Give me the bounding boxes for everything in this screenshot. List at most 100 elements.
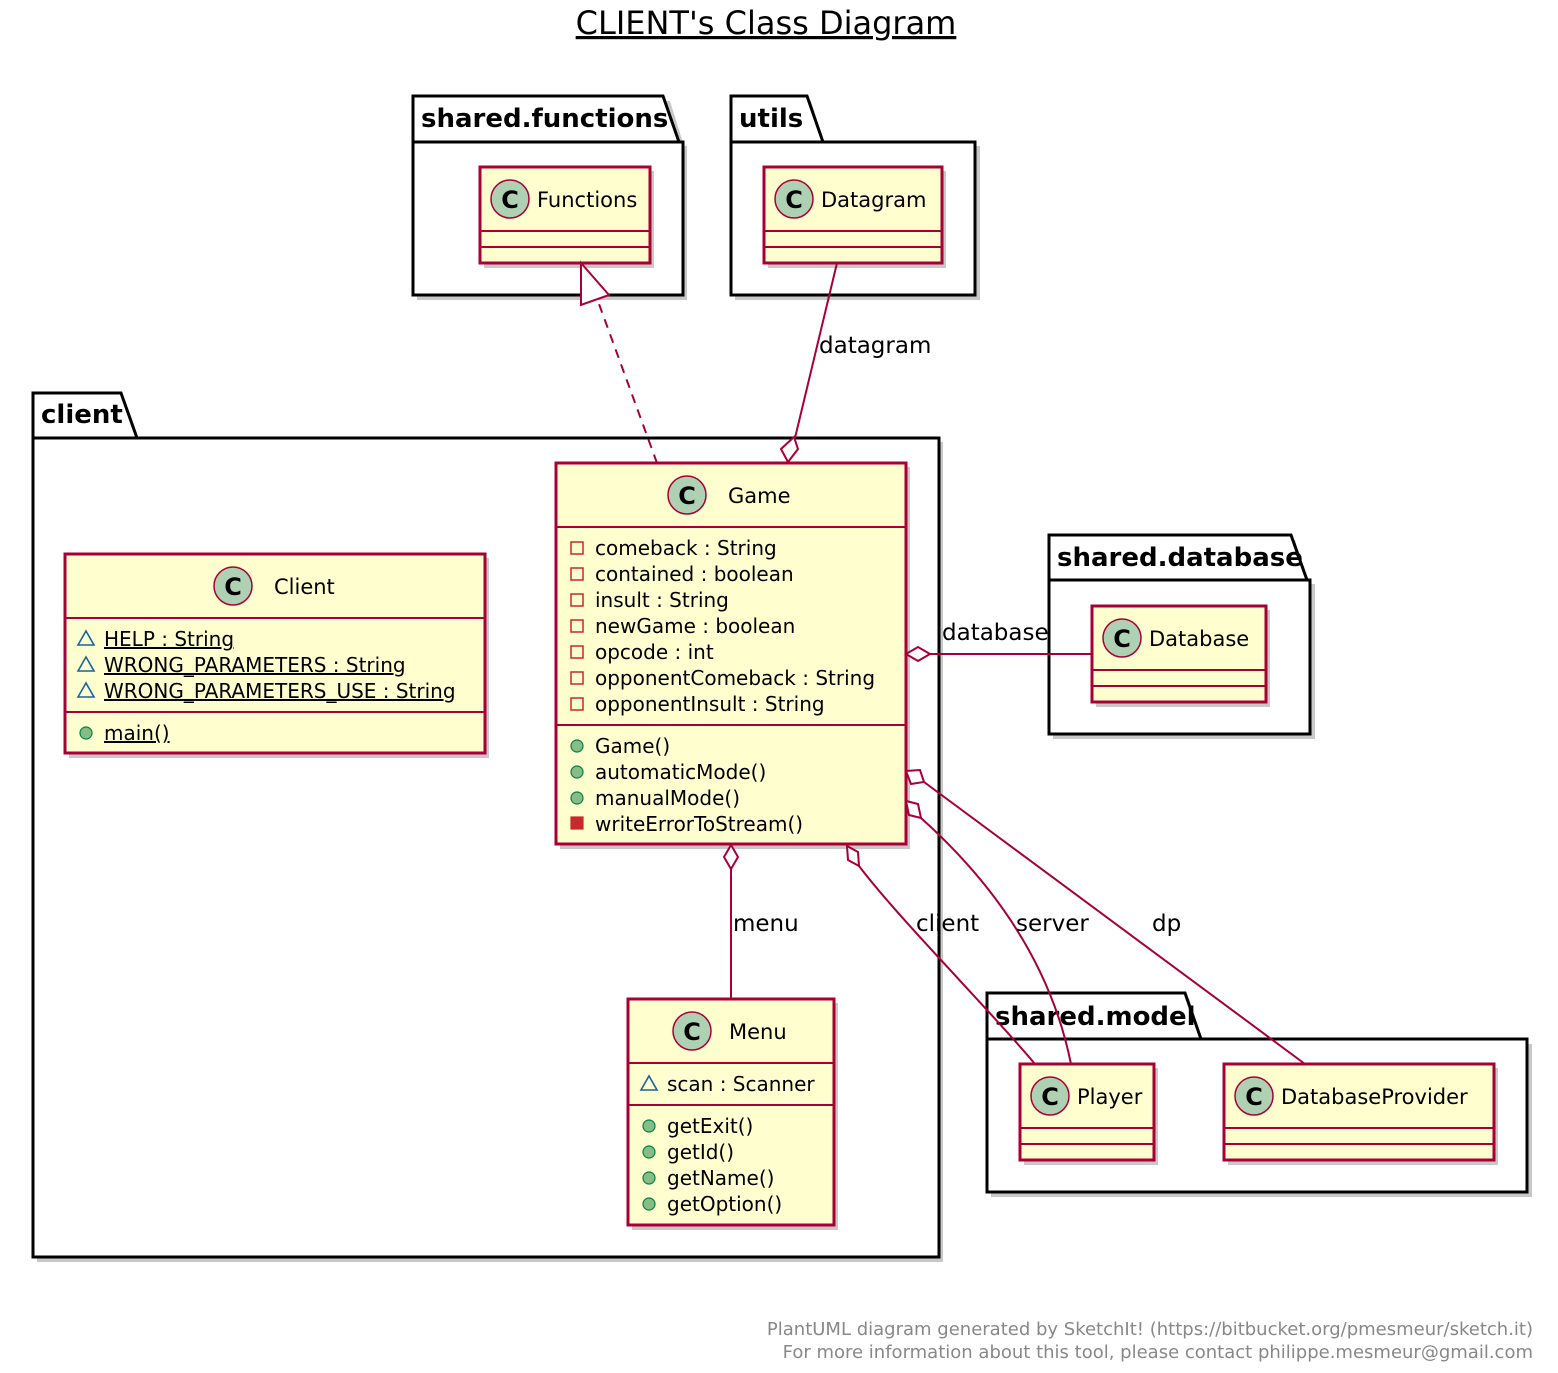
class-client-c-icon: C — [213, 566, 253, 606]
method-automatic-mode: automaticMode() — [570, 760, 766, 784]
class-menu-c-icon: C — [672, 1011, 712, 1051]
method-get-option: getOption() — [642, 1192, 782, 1216]
method-game-constructor: Game() — [570, 734, 670, 758]
field-wrong-parameters-text: WRONG_PARAMETERS : String — [104, 653, 406, 677]
field-insult-text: insult : String — [595, 588, 729, 612]
aggregation-diamond — [904, 645, 932, 663]
aggregation-diamond — [722, 843, 740, 871]
method-get-name-text: getName() — [667, 1166, 774, 1190]
footer-line-2: For more information about this tool, pl… — [783, 1342, 1533, 1363]
class-player-name: Player — [1077, 1085, 1143, 1109]
method-get-option-text: getOption() — [667, 1192, 782, 1216]
field-opponent-comeback: opponentComeback : String — [570, 666, 875, 690]
field-opponent-insult-text: opponentInsult : String — [595, 692, 825, 716]
field-comeback-text: comeback : String — [595, 536, 777, 560]
method-manual-mode: manualMode() — [570, 786, 740, 810]
field-help: HELP : String — [76, 627, 234, 651]
class-game-name: Game — [728, 484, 791, 508]
aggregation-diamond — [779, 435, 800, 464]
method-get-id: getId() — [642, 1140, 734, 1164]
field-scan-text: scan : Scanner — [667, 1072, 815, 1096]
field-opponent-insult: opponentInsult : String — [570, 692, 825, 716]
relation-label-client: client — [916, 911, 979, 937]
class-database: C Database — [1090, 604, 1270, 707]
svg-text:C: C — [683, 1018, 701, 1046]
svg-text:C: C — [785, 186, 803, 214]
diagram-title: CLIENT's Class Diagram — [576, 4, 957, 42]
class-player-c-icon: C — [1030, 1076, 1070, 1116]
package-visibility-icon — [76, 681, 96, 698]
relation-label-menu: menu — [733, 911, 799, 937]
class-functions: C Functions — [478, 165, 654, 268]
svg-text:C: C — [224, 573, 242, 601]
method-main-text: main() — [104, 721, 170, 745]
aggregation-diamond — [904, 799, 923, 820]
private-visibility-icon — [570, 619, 584, 633]
svg-text:C: C — [1245, 1083, 1263, 1111]
package-client-title: client — [41, 400, 123, 430]
public-visibility-icon — [570, 791, 584, 805]
private-visibility-icon — [570, 541, 584, 555]
aggregation-client: client — [845, 844, 1036, 1065]
class-game: C Game comeback : String contained : boo… — [554, 461, 910, 849]
class-database-name: Database — [1149, 627, 1249, 651]
method-game-constructor-text: Game() — [595, 734, 670, 758]
svg-text:C: C — [678, 482, 696, 510]
class-game-c-icon: C — [667, 475, 707, 515]
package-shared-functions-title: shared.functions — [421, 104, 668, 134]
method-main: main() — [79, 721, 170, 745]
aggregation-diamond — [845, 844, 861, 868]
field-contained: contained : boolean — [570, 562, 794, 586]
class-database-provider-name: DatabaseProvider — [1281, 1085, 1468, 1109]
class-datagram-name: Datagram — [821, 188, 926, 212]
field-scan: scan : Scanner — [639, 1072, 815, 1096]
private-visibility-icon — [570, 671, 584, 685]
class-client-name: Client — [274, 575, 335, 599]
public-visibility-icon — [570, 739, 584, 753]
field-comeback: comeback : String — [570, 536, 777, 560]
public-visibility-icon — [642, 1197, 656, 1211]
package-shared-database-title: shared.database — [1057, 543, 1303, 573]
svg-text:C: C — [501, 186, 519, 214]
public-visibility-icon — [642, 1119, 656, 1133]
package-visibility-icon — [639, 1074, 659, 1091]
field-opcode: opcode : int — [570, 640, 714, 664]
field-opcode-text: opcode : int — [595, 640, 714, 664]
relation-label-server: server — [1016, 911, 1089, 937]
field-insult: insult : String — [570, 588, 729, 612]
svg-text:C: C — [1041, 1083, 1059, 1111]
class-functions-name: Functions — [537, 188, 637, 212]
realization-arrowhead — [580, 260, 611, 307]
field-wrong-parameters-use: WRONG_PARAMETERS_USE : String — [76, 679, 456, 703]
aggregation-menu: menu — [722, 843, 799, 999]
realization-game-functions — [580, 260, 658, 464]
public-visibility-icon — [642, 1145, 656, 1159]
footer-line-1: PlantUML diagram generated by SketchIt! … — [767, 1319, 1533, 1340]
relation-label-dp: dp — [1152, 911, 1181, 937]
field-new-game-text: newGame : boolean — [595, 614, 795, 638]
class-database-provider-c-icon: C — [1234, 1076, 1274, 1116]
field-wrong-parameters: WRONG_PARAMETERS : String — [76, 653, 406, 677]
method-automatic-mode-text: automaticMode() — [595, 760, 766, 784]
class-functions-c-icon: C — [490, 179, 530, 219]
package-visibility-icon — [76, 655, 96, 672]
svg-text:C: C — [1113, 625, 1131, 653]
method-get-exit-text: getExit() — [667, 1114, 753, 1138]
package-visibility-icon — [76, 629, 96, 646]
field-new-game: newGame : boolean — [570, 614, 795, 638]
relation-label-datagram: datagram — [819, 333, 931, 359]
relation-label-database: database — [942, 620, 1049, 646]
private-visibility-icon — [570, 567, 584, 581]
class-datagram-c-icon: C — [774, 179, 814, 219]
field-contained-text: contained : boolean — [595, 562, 794, 586]
field-help-text: HELP : String — [104, 627, 234, 651]
private-method-icon — [570, 816, 584, 830]
class-menu-name: Menu — [729, 1020, 787, 1044]
class-menu: C Menu scan : Scanner getExit() getId() … — [626, 997, 838, 1230]
method-get-name: getName() — [642, 1166, 774, 1190]
package-shared-model-title: shared.model — [995, 1002, 1196, 1032]
package-utils-title: utils — [739, 104, 803, 134]
method-get-exit: getExit() — [642, 1114, 753, 1138]
public-visibility-icon — [79, 726, 93, 740]
public-visibility-icon — [642, 1171, 656, 1185]
